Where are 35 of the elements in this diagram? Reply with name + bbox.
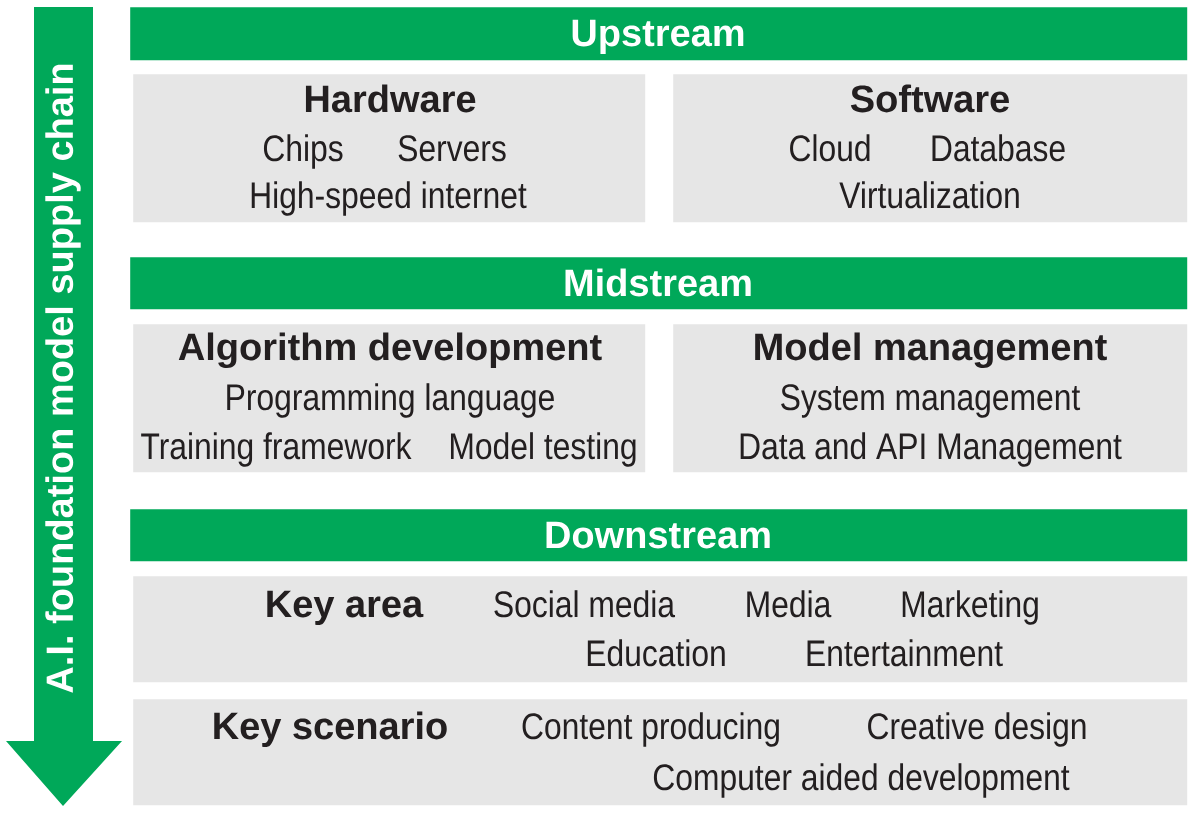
item-label: Data and API Management [740, 432, 1122, 467]
item-label: System management [781, 384, 1081, 418]
item-label: Virtualization [839, 181, 1019, 209]
item-label: Marketing [902, 590, 1038, 625]
item-label: Cloud [790, 134, 870, 162]
item-label: Entertainment [807, 639, 1003, 667]
category-panel [133, 576, 1188, 683]
section-band: Downstream [130, 509, 1188, 562]
panel-heading: Hardware [305, 84, 476, 113]
item-label: Programming language [227, 383, 554, 418]
panel-heading: Algorithm development [178, 332, 602, 369]
item-label: Creative design [868, 712, 1086, 747]
arrow-banner: A.I. foundation model supply chain [6, 7, 122, 806]
item-label: Chips [263, 134, 343, 169]
item-label: High-speed internet [251, 181, 527, 216]
category-panel [133, 324, 646, 473]
category-panel [133, 699, 1188, 806]
panel-heading: Key scenario [214, 711, 447, 747]
item-label: Social media [494, 590, 676, 618]
item-label: Database [932, 134, 1065, 162]
panel-heading: Key area [267, 590, 424, 625]
item-label: Servers [398, 135, 506, 162]
item-label: Model testing [451, 432, 636, 467]
category-panel [673, 324, 1188, 473]
section-band: Upstream [130, 7, 1188, 61]
category-panel [673, 74, 1188, 223]
item-label: Training framework [141, 432, 412, 467]
item-label: Content producing [522, 712, 779, 747]
item-label: Computer aided development [653, 763, 1070, 798]
category-panel [133, 74, 646, 223]
item-label: Education [587, 639, 725, 667]
panel-heading: Model management [755, 332, 1107, 369]
panel-heading: Software [850, 84, 1009, 113]
section-band: Midstream [130, 257, 1188, 310]
item-label: Media [747, 590, 832, 618]
